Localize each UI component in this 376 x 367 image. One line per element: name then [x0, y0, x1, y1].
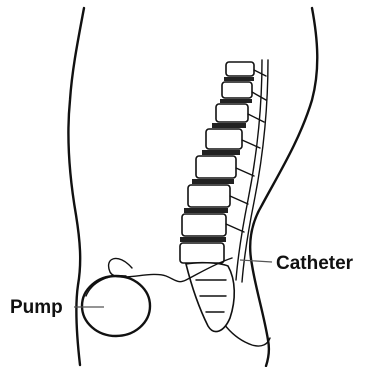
vertebra	[196, 156, 236, 178]
vertebrae	[180, 62, 254, 263]
spinous-process	[248, 114, 264, 122]
spinous-process	[230, 196, 248, 204]
vertebra	[188, 185, 230, 207]
disc	[192, 179, 234, 184]
spinous-process	[236, 168, 254, 176]
pump-body	[82, 276, 150, 336]
disc	[224, 77, 254, 81]
spinous-process	[254, 70, 266, 76]
vertebra	[180, 243, 224, 263]
spinous-process	[252, 92, 266, 100]
disc	[202, 150, 240, 155]
vertebra	[206, 129, 242, 149]
disc	[180, 237, 226, 242]
spine	[180, 60, 268, 332]
vertebra	[182, 214, 226, 236]
vertebra	[222, 82, 252, 98]
catheter-label: Catheter	[276, 253, 354, 274]
vertebra	[216, 104, 248, 122]
vertebra	[226, 62, 254, 76]
pump-label: Pump	[10, 297, 63, 318]
torso-back-edge	[250, 8, 317, 366]
disc	[184, 208, 228, 213]
disc	[212, 123, 246, 128]
pump-device	[82, 276, 150, 336]
disc	[220, 99, 252, 103]
spinous-process	[226, 224, 244, 232]
sacrum	[186, 263, 234, 332]
